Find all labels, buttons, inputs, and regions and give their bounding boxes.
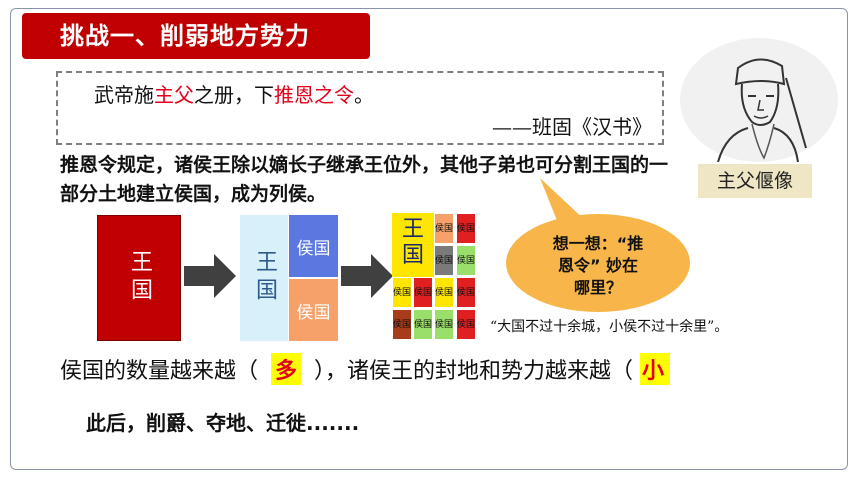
marquisate-cell: 侯国 bbox=[392, 277, 412, 308]
marquisate-cell: 侯国 bbox=[456, 245, 476, 276]
bubble-line-1: 想一想：“推 bbox=[552, 234, 644, 253]
kingdom-split-block: 王国 bbox=[240, 215, 288, 341]
answer-more: 多 bbox=[271, 353, 302, 385]
title-banner: 挑战一、削弱地方势力 bbox=[22, 13, 370, 59]
marquisate-cell: 侯国 bbox=[434, 245, 454, 276]
arrow-right-icon bbox=[341, 254, 393, 298]
marquisate-cell: 侯国 bbox=[392, 309, 412, 340]
marquisate-cell: 侯国 bbox=[434, 309, 454, 340]
quote-source: ——班固《汉书》 bbox=[492, 115, 652, 139]
rule-text: 推恩令规定，诸侯王除以嫡长子继承王位外，其他子弟也可分割王国的一部分土地建立侯国… bbox=[60, 154, 669, 205]
bubble-line-2: 恩令” 妙在 bbox=[557, 256, 639, 275]
marquisate-cell: 侯国 bbox=[434, 277, 454, 308]
historical-saying: “大国不过十余城，小侯不过十余里”。 bbox=[490, 319, 729, 335]
bubble-question: 想一想：“推 恩令” 妙在 哪里？ bbox=[528, 233, 668, 299]
quote-highlight-1: 主父 bbox=[154, 83, 194, 107]
after-text: 此后，削爵、夺地、迁徙....... bbox=[86, 411, 360, 435]
answer-smaller: 小 bbox=[640, 353, 671, 385]
kingdom-block: 王国 bbox=[97, 215, 181, 341]
thought-bubble bbox=[506, 214, 690, 312]
marquisate-block-bottom: 侯国 bbox=[289, 279, 338, 341]
quote-highlight-2: 推恩之令 bbox=[274, 83, 354, 107]
quote-text: 武帝施主父之册，下推恩之令。 bbox=[94, 79, 374, 108]
quote-part1: 武帝施 bbox=[94, 83, 154, 107]
kingdom-remnant-cell: 王国 bbox=[392, 213, 434, 277]
bubble-line-3: 哪里？ bbox=[573, 278, 622, 297]
marquisate-cell: 侯国 bbox=[413, 309, 433, 340]
marquisate-cell: 侯国 bbox=[434, 213, 454, 244]
bubble-tail bbox=[540, 178, 604, 238]
fill-in-sentence: 侯国的数量越来越（ 多 ），诸侯王的封地和势力越来越（ 小 bbox=[60, 353, 671, 385]
portrait-image bbox=[680, 38, 838, 162]
marquisate-cell: 侯国 bbox=[456, 309, 476, 340]
marquisate-cell: 侯国 bbox=[456, 277, 476, 308]
arrow-right-icon bbox=[184, 254, 236, 298]
marquisate-cell: 侯国 bbox=[456, 213, 476, 244]
quote-part3: 。 bbox=[354, 83, 374, 107]
marquisate-cell: 侯国 bbox=[413, 277, 433, 308]
fragmented-kingdom-grid: 王国 侯国 侯国 侯国 侯国 侯国 侯国 侯国 侯国 侯国 侯国 侯国 侯国 bbox=[392, 213, 478, 343]
fill-before: 侯国的数量越来越（ bbox=[60, 359, 265, 384]
marquisate-block-top: 侯国 bbox=[289, 215, 338, 277]
quote-box: 武帝施主父之册，下推恩之令。 ——班固《汉书》 bbox=[56, 71, 664, 145]
slide-frame bbox=[10, 8, 848, 470]
fill-middle: ），诸侯王的封地和势力越来越（ bbox=[307, 359, 641, 384]
portrait-label: 主父偃像 bbox=[698, 164, 812, 198]
quote-part2: 之册，下 bbox=[194, 83, 274, 107]
